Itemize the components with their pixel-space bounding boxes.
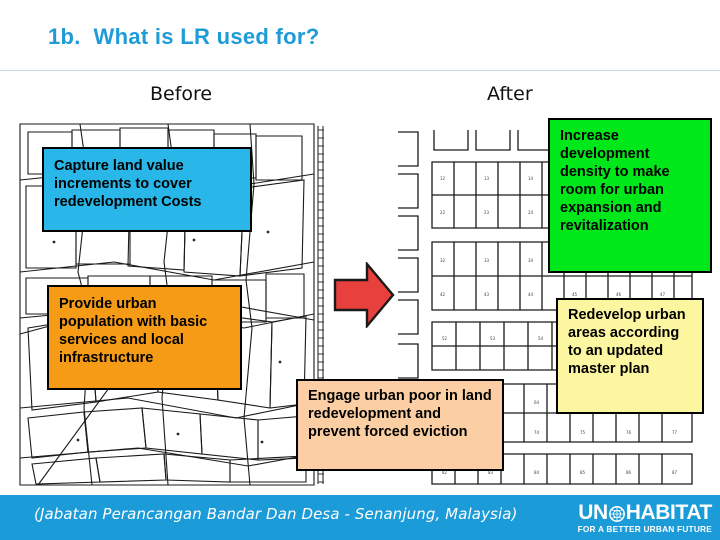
svg-text:87: 87: [672, 470, 678, 475]
svg-text:84: 84: [534, 470, 540, 475]
svg-text:53: 53: [490, 336, 496, 341]
svg-text:74: 74: [534, 430, 540, 435]
svg-text:52: 52: [442, 336, 448, 341]
callout-provide-urban-population: Provide urban population with basic serv…: [47, 285, 242, 390]
svg-text:44: 44: [528, 292, 534, 297]
after-label: After: [487, 83, 533, 105]
svg-text:12: 12: [440, 176, 446, 181]
svg-text:43: 43: [484, 292, 490, 297]
un-habitat-tagline: FOR A BETTER URBAN FUTURE: [577, 524, 712, 534]
callout-engage-urban-poor: Engage urban poor in land redevelopment …: [296, 379, 504, 471]
svg-text:75: 75: [580, 430, 586, 435]
svg-text:33: 33: [484, 258, 490, 263]
svg-text:82: 82: [442, 470, 448, 475]
callout-redevelop-urban-areas: Redevelop urban areas according to an up…: [556, 298, 704, 414]
svg-text:34: 34: [528, 258, 534, 263]
svg-text:76: 76: [626, 430, 632, 435]
svg-text:86: 86: [626, 470, 632, 475]
svg-text:45: 45: [572, 292, 578, 297]
un-habitat-logo-un: UN: [578, 501, 608, 524]
svg-text:23: 23: [484, 210, 490, 215]
callout-increase-development-density: Increase development density to make roo…: [548, 118, 712, 273]
svg-text:46: 46: [616, 292, 622, 297]
un-habitat-logo: UN HABITAT FOR A BETTER URBAN FUTURE: [577, 502, 713, 534]
svg-text:42: 42: [440, 292, 446, 297]
svg-text:77: 77: [672, 430, 678, 435]
svg-text:13: 13: [484, 176, 490, 181]
svg-text:64: 64: [534, 400, 540, 405]
svg-text:32: 32: [440, 258, 446, 263]
footer-banner: [0, 495, 720, 540]
callout-capture-land-value: Capture land value increments to cover r…: [42, 147, 252, 232]
before-label: Before: [150, 83, 213, 105]
red-right-arrow-icon: [333, 260, 395, 330]
footer-caption: (Jabatan Perancangan Bandar Dan Desa - S…: [34, 505, 518, 523]
un-globe-icon: [608, 505, 625, 522]
un-habitat-wordmark: UN HABITAT: [578, 502, 712, 523]
title-divider: [0, 70, 720, 71]
svg-text:22: 22: [440, 210, 446, 215]
page-title: 1b. What is LR used for?: [48, 24, 320, 49]
svg-text:14: 14: [528, 176, 534, 181]
svg-text:24: 24: [528, 210, 534, 215]
svg-text:47: 47: [660, 292, 666, 297]
svg-text:85: 85: [580, 470, 586, 475]
un-habitat-logo-habitat: HABITAT: [625, 501, 713, 524]
svg-text:54: 54: [538, 336, 544, 341]
svg-text:83: 83: [488, 470, 494, 475]
